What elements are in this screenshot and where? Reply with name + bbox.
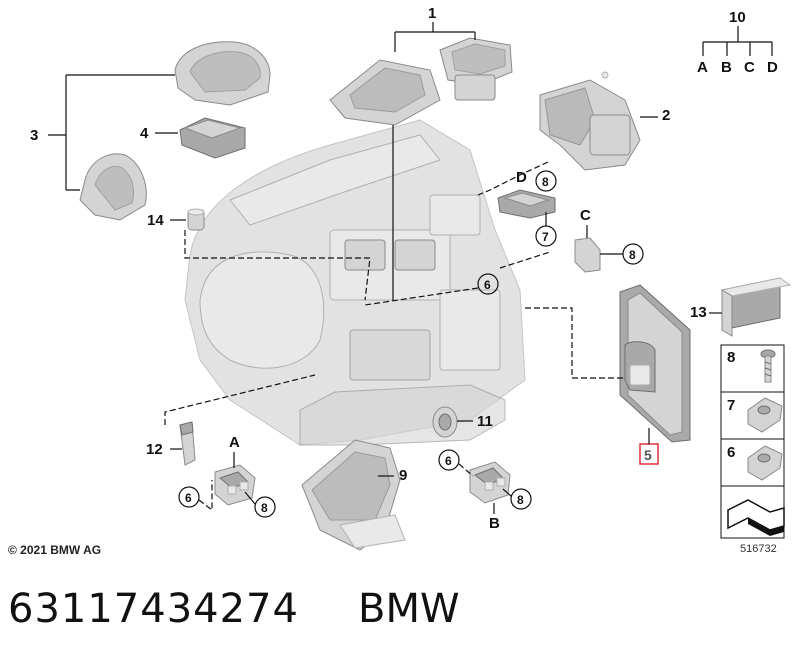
circle-8-b-label: 8 (517, 493, 524, 507)
callout-10: 10 (729, 9, 746, 26)
part-d-bracket (497, 189, 556, 219)
circle-8-top (535, 170, 557, 192)
circle-7-label: 7 (542, 230, 549, 244)
arrow-icon (727, 499, 785, 536)
circle-6-center-label: 6 (484, 278, 491, 292)
part-b-connector (469, 461, 511, 504)
circle-8-a-label: 8 (261, 501, 268, 515)
callout-11: 11 (477, 413, 493, 430)
callout-2: 2 (662, 107, 670, 124)
circle-8-b (510, 488, 532, 510)
tree-letter-d: D (767, 59, 778, 76)
circle-8-top-label: 8 (542, 175, 549, 189)
part-5-control-unit (619, 284, 691, 443)
circle-6-center (477, 273, 499, 295)
part-13-box (720, 277, 792, 337)
part-14-plug (187, 208, 205, 231)
part-3-covers (79, 41, 271, 221)
circle-6-a (178, 486, 200, 508)
callout-3: 3 (30, 127, 38, 144)
circle-8-a (254, 496, 276, 518)
circle-8-c-label: 8 (629, 248, 636, 262)
callout-5: 5 (644, 447, 652, 463)
part-4-bracket (179, 117, 246, 159)
headlight-housing (184, 119, 526, 446)
part-11-cap (432, 406, 458, 438)
letter-a-bottom: A (229, 434, 240, 451)
clip-nut-icon-7 (747, 397, 783, 433)
letter-d-top: D (516, 169, 527, 186)
callout-1: 1 (428, 5, 436, 22)
part-9-bracket (301, 439, 406, 551)
letter-c-top: C (580, 207, 591, 224)
tree-letter-c: C (744, 59, 755, 76)
fastener-sidebar: 8 7 6 (720, 344, 785, 539)
part-number: 63117434274 (8, 586, 299, 632)
callout-9: 9 (399, 467, 407, 484)
sidebar-label-7: 7 (727, 397, 735, 414)
circle-6-b (438, 449, 460, 471)
part-c-bracket (574, 237, 601, 273)
tree-letter-a: A (697, 59, 708, 76)
callout-13: 13 (690, 304, 707, 321)
clip-nut-icon-6 (747, 445, 783, 481)
sidebar-label-6: 6 (727, 444, 735, 461)
circle-6-a-label: 6 (185, 491, 192, 505)
callout-4: 4 (140, 125, 149, 142)
part-a-connector (214, 464, 256, 506)
part-12-clip (179, 421, 196, 466)
tree-letter-b: B (721, 59, 732, 76)
copyright-notice: © 2021 BMW AG (8, 543, 102, 557)
sidebar-label-8: 8 (727, 349, 735, 366)
screw-icon (760, 349, 776, 383)
part-2-module (539, 71, 641, 171)
reference-code: 516732 (740, 543, 777, 555)
brand-name: BMW (358, 586, 460, 632)
letter-b-bottom: B (489, 515, 500, 532)
callout-12: 12 (146, 441, 163, 458)
part-1-led-modules (329, 37, 513, 126)
callout-14: 14 (147, 212, 164, 229)
circle-6-b-label: 6 (445, 454, 452, 468)
